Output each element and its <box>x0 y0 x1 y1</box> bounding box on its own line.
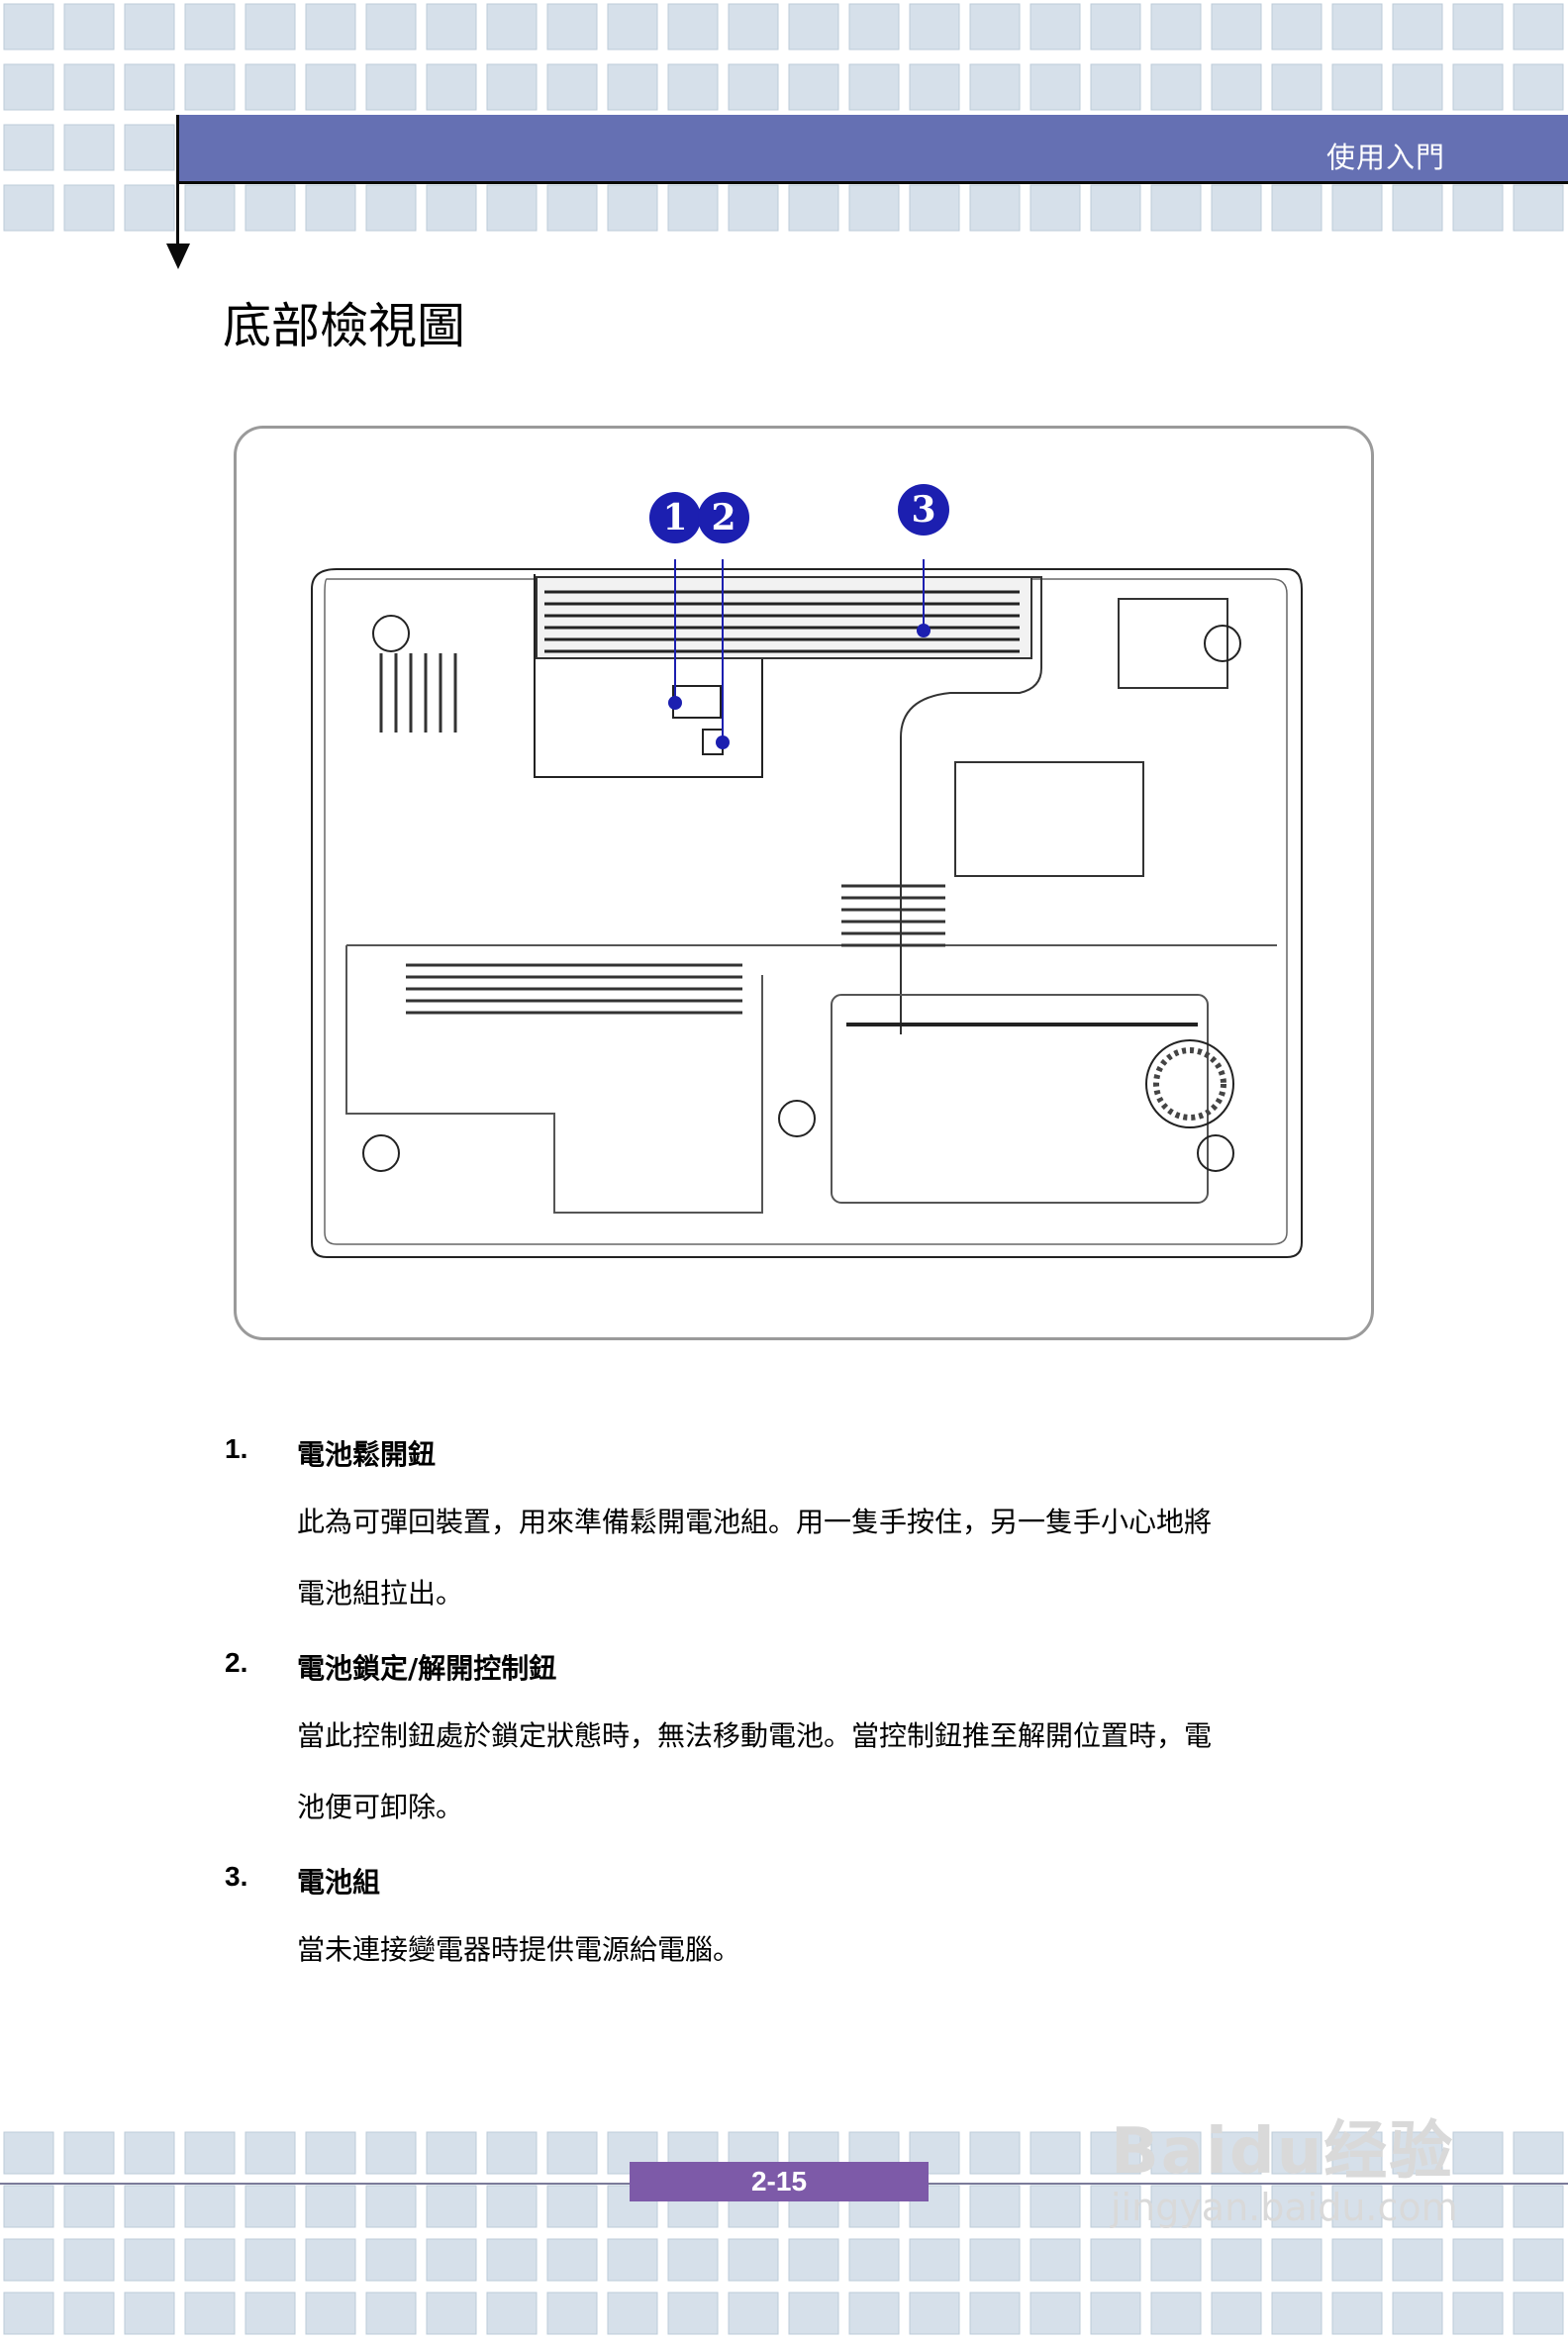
laptop-bottom-diagram <box>311 559 1303 1258</box>
item-number: 1. <box>225 1433 248 1464</box>
item-description-line: 當此控制鈕處於鎖定狀態時，無法移動電池。當控制鈕推至解開位置時，電 <box>297 1719 1213 1752</box>
callout-2: 2 <box>698 492 749 543</box>
item-description-line: 池便可卸除。 <box>297 1791 464 1823</box>
item-description: 當此控制鈕處於鎖定狀態時，無法移動電池。當控制鈕推至解開位置時，電 池便可卸除。 <box>297 1701 1366 1843</box>
watermark-url: jingyan.baidu.com <box>1111 2186 1458 2229</box>
watermark: Baidu经验 jingyan.baidu.com <box>1111 2100 1458 2229</box>
header-bar: 使用入門 <box>176 115 1568 184</box>
item-description: 此為可彈回裝置，用來準備鬆開電池組。用一隻手按住，另一隻手小心地將 電池組拉出。 <box>297 1487 1366 1629</box>
callout-1: 1 <box>649 492 701 543</box>
item-number: 3. <box>225 1861 248 1892</box>
page-number: 2-15 <box>630 2162 929 2201</box>
item-title: 電池鎖定/解開控制鈕 <box>297 1652 557 1685</box>
item-number: 2. <box>225 1647 248 1678</box>
item-description-line: 電池組拉出。 <box>297 1577 464 1610</box>
item-description-line: 此為可彈回裝置，用來準備鬆開電池組。用一隻手按住，另一隻手小心地將 <box>297 1506 1213 1538</box>
callout-3: 3 <box>898 484 949 536</box>
item-title: 電池組 <box>297 1866 381 1899</box>
item-description-line: 當未連接變電器時提供電源給電腦。 <box>297 1933 741 1966</box>
down-arrow-icon <box>166 244 190 269</box>
item-title: 電池鬆開鈕 <box>297 1438 437 1471</box>
item-description: 當未連接變電器時提供電源給電腦。 <box>297 1914 1366 1986</box>
header-divider-line <box>176 115 179 244</box>
page-title: 底部檢視圖 <box>223 298 466 354</box>
watermark-brand: Baidu经验 <box>1111 2115 1455 2189</box>
section-title: 使用入門 <box>1325 141 1445 174</box>
